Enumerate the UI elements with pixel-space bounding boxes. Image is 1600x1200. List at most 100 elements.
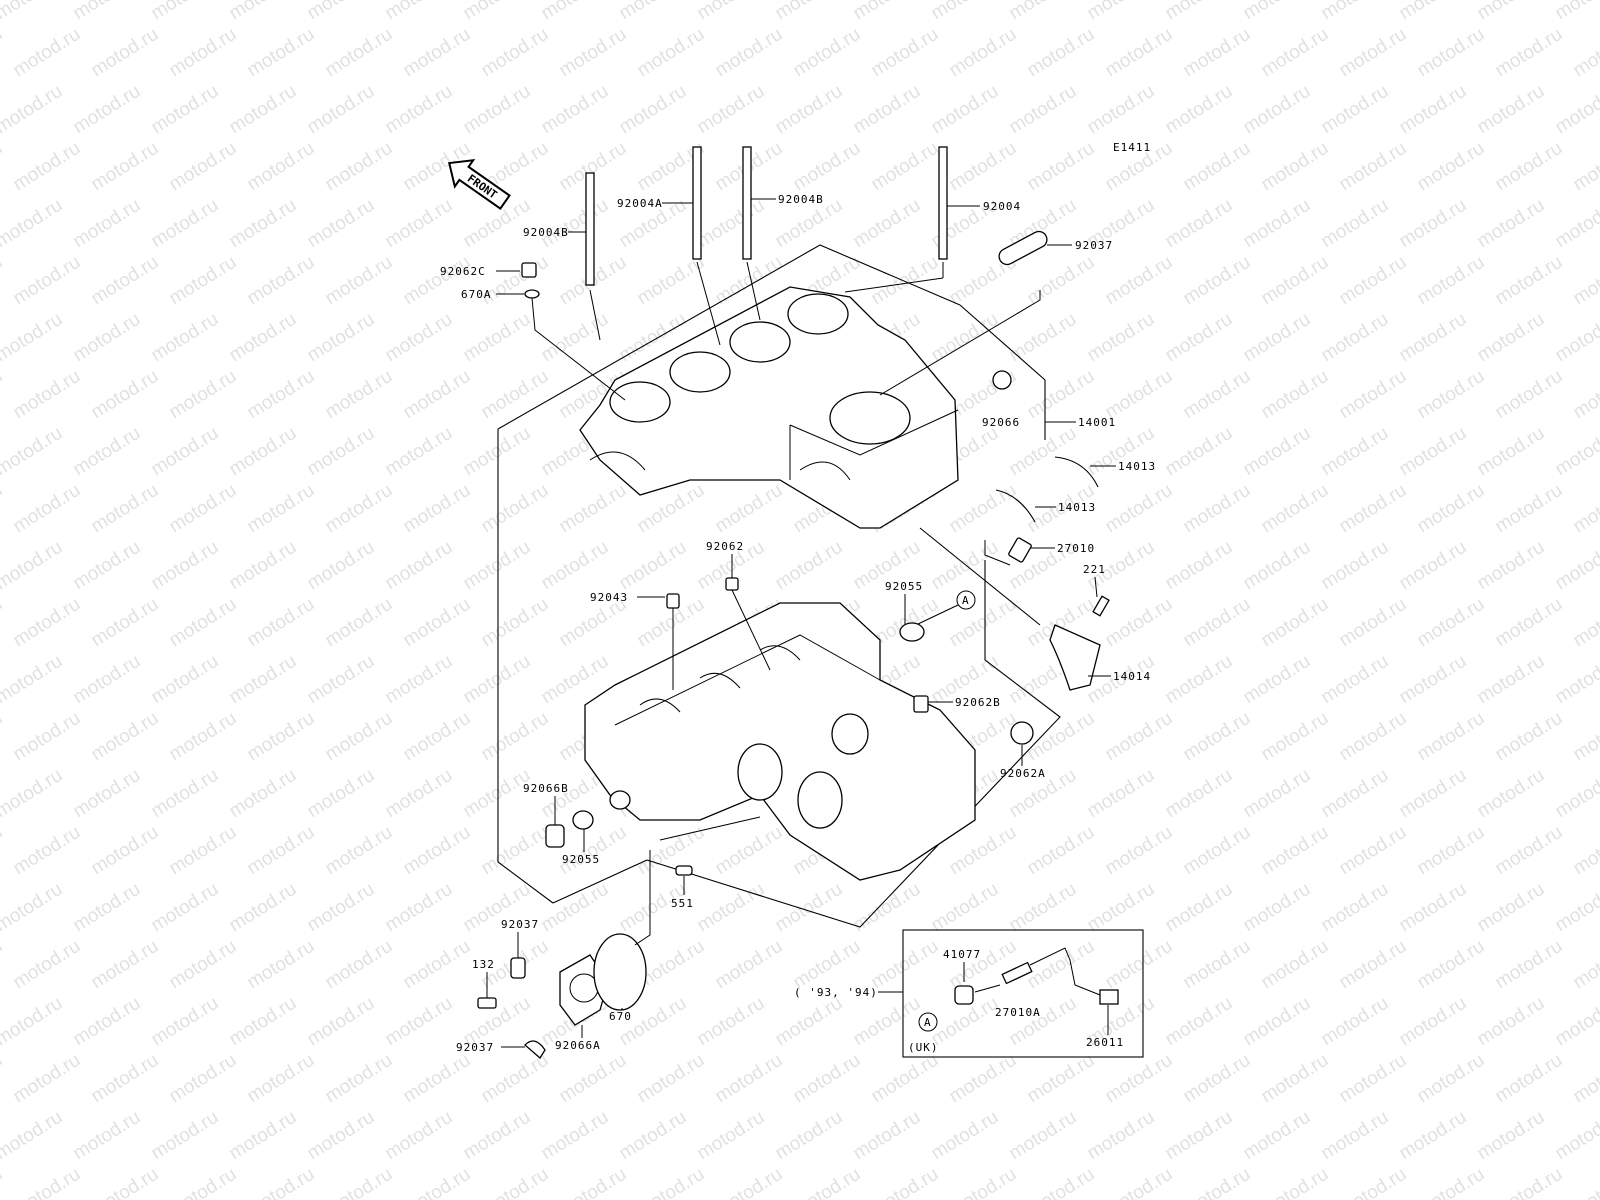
watermark-text: motod.ru [88, 1164, 163, 1200]
watermark-text: motod.ru [538, 879, 613, 937]
watermark-text: motod.ru [322, 366, 397, 424]
watermark-text: motod.ru [478, 708, 553, 766]
watermark-text: motod.ru [1474, 765, 1549, 823]
watermark-text: motod.ru [556, 24, 631, 82]
inset-label-26011: 26011 [1086, 1036, 1124, 1049]
watermark-text: motod.ru [772, 0, 847, 24]
watermark-text: motod.ru [1318, 993, 1393, 1051]
watermark-text: motod.ru [166, 1050, 241, 1108]
watermark-text: motod.ru [70, 81, 145, 139]
watermark-text: motod.ru [382, 651, 457, 709]
watermark-text: motod.ru [1024, 936, 1099, 994]
watermark-text: motod.ru [616, 537, 691, 595]
watermark-text: motod.ru [1492, 1164, 1567, 1200]
watermark-text: motod.ru [1492, 24, 1567, 82]
watermark-text: motod.ru [1396, 993, 1471, 1051]
watermark-text: motod.ru [1414, 708, 1489, 766]
watermark-text: motod.ru [0, 708, 6, 766]
watermark-text: motod.ru [1414, 1164, 1489, 1200]
watermark-text: motod.ru [304, 423, 379, 481]
watermark-text: motod.ru [1006, 993, 1081, 1051]
label-stud-left: 92004B [523, 226, 569, 239]
watermark-text: motod.ru [166, 1164, 241, 1200]
watermark-text: motod.ru [226, 879, 301, 937]
watermark-text: motod.ru [0, 1164, 6, 1200]
watermark-text: motod.ru [1102, 936, 1177, 994]
label-plug-a: 92062A [1000, 767, 1046, 780]
assembly-frame [497, 244, 1061, 928]
watermark-text: motod.ru [850, 879, 925, 937]
label-holder: 14014 [1113, 670, 1151, 683]
watermark-text: motod.ru [70, 765, 145, 823]
watermark-text: motod.ru [1102, 1050, 1177, 1108]
watermark-text: motod.ru [1084, 81, 1159, 139]
watermark-text: motod.ru [694, 1107, 769, 1165]
watermark-text: motod.ru [1396, 765, 1471, 823]
watermark-text: motod.ru [226, 537, 301, 595]
watermark-text: motod.ru [1024, 24, 1099, 82]
watermark-text: motod.ru [1396, 879, 1471, 937]
watermark-text: motod.ru [1240, 0, 1315, 24]
watermark-text: motod.ru [304, 765, 379, 823]
watermark-text: motod.ru [790, 138, 865, 196]
watermark-text: motod.ru [10, 1050, 85, 1108]
watermark-text: motod.ru [1024, 1164, 1099, 1200]
watermark-text: motod.ru [10, 594, 85, 652]
watermark-text: motod.ru [616, 1107, 691, 1165]
watermark-text: motod.ru [946, 480, 1021, 538]
watermark-text: motod.ru [1474, 309, 1549, 367]
watermark-text: motod.ru [460, 0, 535, 24]
watermark-text: motod.ru [0, 366, 6, 424]
watermark-text: motod.ru [772, 879, 847, 937]
watermark-text: motod.ru [1336, 936, 1411, 994]
watermark-text: motod.ru [946, 138, 1021, 196]
label-switch: 27010 [1057, 542, 1095, 555]
watermark-text: motod.ru [1102, 480, 1177, 538]
inset-ref: A [924, 1016, 932, 1029]
watermark-text: motod.ru [1552, 993, 1600, 1051]
label-ball: 92066 [982, 416, 1020, 429]
watermark-text: motod.ru [0, 765, 66, 823]
watermark-text: motod.ru [1552, 309, 1600, 367]
label-crankcase: 14001 [1078, 416, 1116, 429]
watermark-text: motod.ru [0, 81, 66, 139]
inset-label-41077: 41077 [943, 948, 981, 961]
watermark-text: motod.ru [1336, 138, 1411, 196]
watermark-text: motod.ru [0, 993, 66, 1051]
watermark-text: motod.ru [1414, 138, 1489, 196]
watermark-text: motod.ru [226, 195, 301, 253]
watermark-text: motod.ru [1024, 366, 1099, 424]
watermark-text: motod.ru [478, 480, 553, 538]
watermark-text: motod.ru [88, 1050, 163, 1108]
watermark-text: motod.ru [1084, 879, 1159, 937]
watermark-text: motod.ru [1570, 480, 1600, 538]
watermark-text: motod.ru [1240, 993, 1315, 1051]
watermark-text: motod.ru [478, 1050, 553, 1108]
watermark-text: motod.ru [1492, 138, 1567, 196]
watermark-text: motod.ru [10, 480, 85, 538]
watermark-text: motod.ru [1240, 879, 1315, 937]
watermark-text: motod.ru [1180, 252, 1255, 310]
label-pin-551: 551 [671, 897, 694, 910]
watermark-text: motod.ru [1552, 195, 1600, 253]
watermark-text: motod.ru [928, 0, 1003, 24]
watermark-text: motod.ru [1396, 309, 1471, 367]
watermark-text: motod.ru [1492, 1050, 1567, 1108]
watermark-text: motod.ru [88, 24, 163, 82]
watermark-text: motod.ru [1552, 81, 1600, 139]
watermark-text: motod.ru [1162, 765, 1237, 823]
watermark-text: motod.ru [712, 1050, 787, 1108]
watermark-text: motod.ru [1414, 936, 1489, 994]
label-dowel-b: 92062B [955, 696, 1001, 709]
watermark-text: motod.ru [460, 423, 535, 481]
watermark-text: motod.ru [70, 651, 145, 709]
label-cover: 92066A [555, 1039, 601, 1052]
watermark-text: motod.ru [1162, 195, 1237, 253]
watermark-text: motod.ru [400, 480, 475, 538]
label-plate-top: 92037 [1075, 239, 1113, 252]
watermark-text: motod.ru [322, 252, 397, 310]
watermark-text: motod.ru [0, 1050, 6, 1108]
watermark-text: motod.ru [304, 993, 379, 1051]
